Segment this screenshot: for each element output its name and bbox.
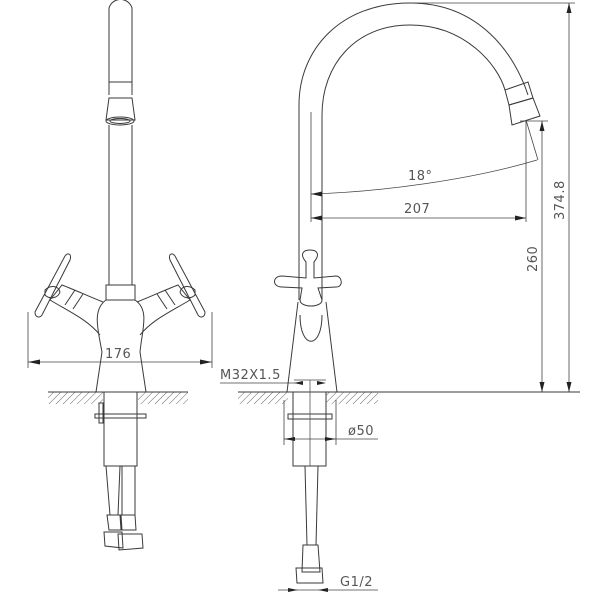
dimension-hose-thread: G1/2 xyxy=(340,575,373,590)
side-view xyxy=(220,2,580,592)
dimension-base-diameter: ø50 xyxy=(348,424,374,439)
dimension-mount-thread: M32X1.5 xyxy=(220,368,281,383)
dimension-width: 176 xyxy=(105,347,132,362)
dimension-total-height: 374.8 xyxy=(553,180,568,220)
dimension-angle: 18° xyxy=(408,169,433,184)
dimension-reach: 207 xyxy=(404,202,431,217)
front-view xyxy=(27,0,213,551)
dimension-spout-height: 260 xyxy=(526,245,541,272)
